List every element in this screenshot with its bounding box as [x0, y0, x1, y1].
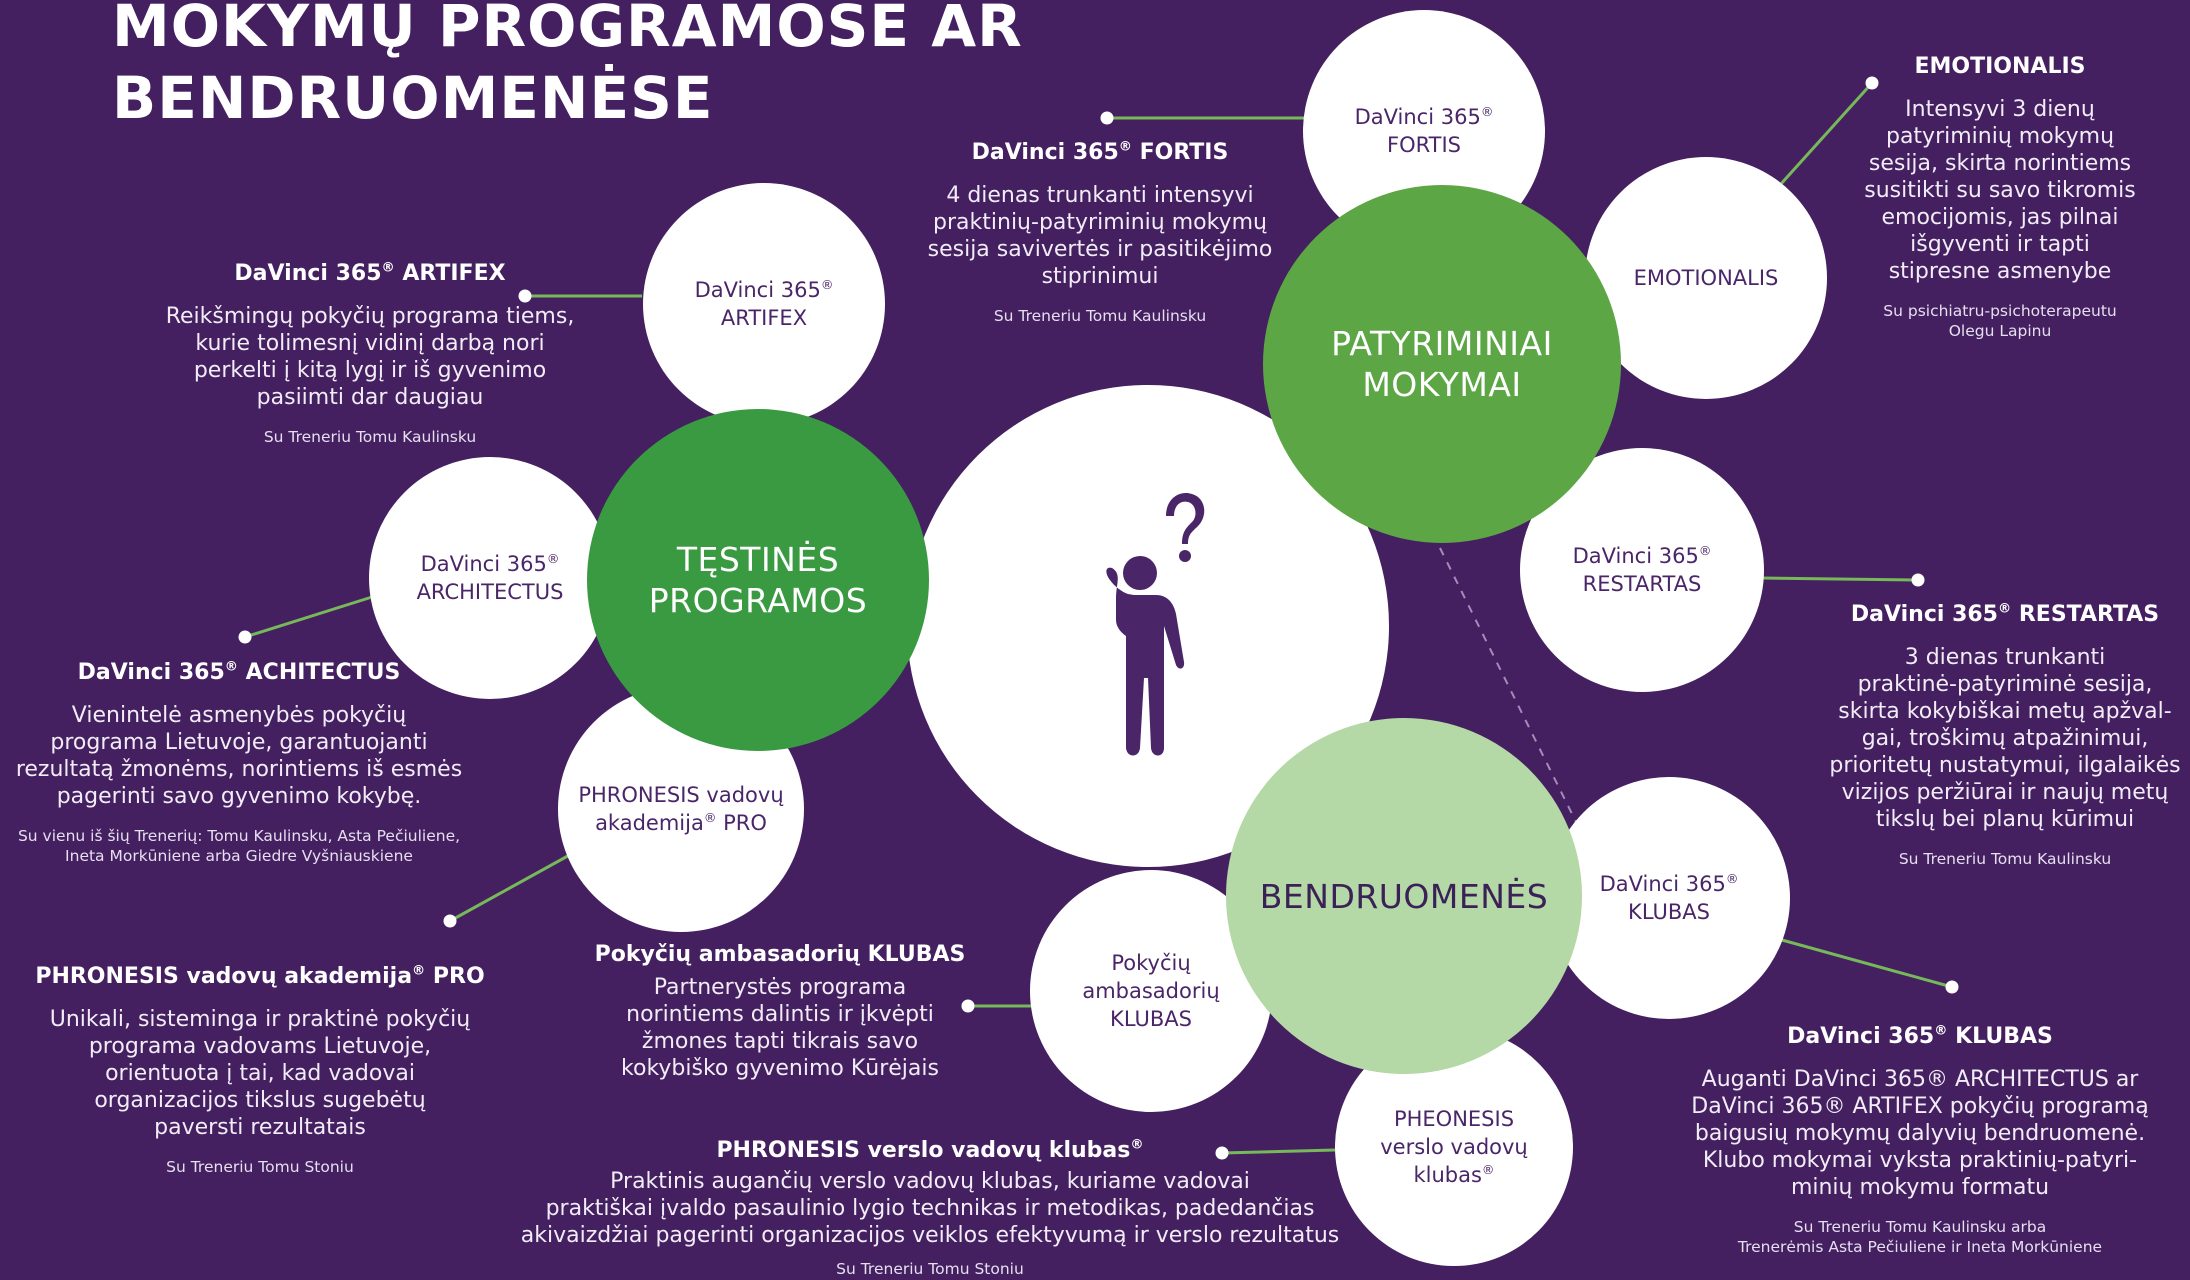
- block-fortis: DaVinci 365® FORTIS 4 dienas trunkanti i…: [900, 138, 1300, 326]
- title-line-1: MOKYMŲ PROGRAMOSE AR: [112, 0, 1023, 60]
- circle-architectus-line2: ARCHITECTUS: [416, 580, 564, 604]
- circle-fortis-line2: FORTIS: [1386, 133, 1462, 157]
- page-title: MOKYMŲ PROGRAMOSE AR BENDRUOMENĖSE: [112, 0, 1023, 134]
- block-phronesis-klubas-title: PHRONESIS verslo vadovų klubas®: [716, 1137, 1144, 1163]
- block-phronesis-klubas: PHRONESIS verslo vadovų klubas® Praktini…: [520, 1136, 1340, 1279]
- dot-restartas: [1911, 573, 1925, 587]
- circle-restartas-line2: RESTARTAS: [1582, 572, 1702, 596]
- block-klubas-title: DaVinci 365® KLUBAS: [1787, 1023, 2053, 1049]
- circle-pheonesis-line1: PHEONESIS: [1393, 1107, 1515, 1131]
- block-restartas-title: DaVinci 365® RESTARTAS: [1850, 601, 2160, 627]
- block-phronesis-pro-desc: Unikali, sisteminga ir praktinė pokyčių …: [49, 1007, 471, 1140]
- hub-patyriminiai-mokymai[interactable]: PATYRIMINIAI MOKYMAI: [1263, 185, 1621, 543]
- block-restartas: DaVinci 365® RESTARTAS 3 dienas trunkant…: [1820, 600, 2190, 869]
- block-emotionalis-desc: Intensyvi 3 dienų patyriminių mokymų ses…: [1864, 97, 2136, 284]
- connector-architectus: [244, 595, 373, 639]
- hub-testines-line1: TĘSTINĖS: [676, 540, 840, 579]
- circle-pheonesis-line2: verslo vadovų: [1380, 1135, 1528, 1159]
- circle-ambasadoriu-line3: KLUBAS: [1110, 1007, 1192, 1031]
- block-emotionalis: EMOTIONALIS Intensyvi 3 dienų patyrimini…: [1840, 52, 2160, 341]
- connector-klubas: [1781, 938, 1953, 989]
- block-achitectus-title: DaVinci 365® ACHITECTUS: [77, 659, 401, 685]
- block-artifex: DaVinci 365® ARTIFEX Reikšmingų pokyčių …: [130, 259, 610, 447]
- dashed-link: [1439, 547, 1586, 841]
- block-achitectus-desc: Vienintelė asmenybės pokyčių programa Li…: [15, 703, 463, 809]
- dot-artifex: [518, 289, 532, 303]
- dot-ambasadoriu: [961, 999, 975, 1013]
- block-klubas: DaVinci 365® KLUBAS Auganti DaVinci 365®…: [1650, 1022, 2190, 1257]
- block-fortis-title: DaVinci 365® FORTIS: [971, 139, 1229, 165]
- circle-architectus-line1: DaVinci 365: [420, 552, 547, 576]
- circle-phronesis-pro-line1: PHRONESIS vadovų: [578, 783, 784, 807]
- circle-ambasadoriu-line1: Pokyčių: [1111, 951, 1191, 975]
- circle-klubas-line1: DaVinci 365: [1599, 872, 1726, 896]
- block-restartas-coach: Su Treneriu Tomu Kaulinsku: [1898, 850, 2112, 868]
- block-phronesis-pro-title: PHRONESIS vadovų akademija® PRO: [35, 963, 485, 989]
- dot-klubas: [1945, 980, 1959, 994]
- connector-phronesis-klubas: [1221, 1148, 1336, 1155]
- circle-klubas[interactable]: DaVinci 365® KLUBAS: [1548, 777, 1790, 1019]
- hub-patyriminiai-line2: MOKYMAI: [1362, 365, 1522, 404]
- block-ambasadoriu-title: Pokyčių ambasadorių KLUBAS: [594, 942, 966, 967]
- block-phronesis-pro: PHRONESIS vadovų akademija® PRO Unikali,…: [20, 962, 500, 1177]
- block-klubas-coach: Su Treneriu Tomu Kaulinsku arba Trenerėm…: [1737, 1218, 2103, 1256]
- block-emotionalis-title: EMOTIONALIS: [1914, 54, 2086, 79]
- thinking-person-icon: [1106, 492, 1205, 756]
- hub-testines-line2: PROGRAMOS: [648, 581, 868, 620]
- block-ambasadoriu-desc: Partnerystės programa norintiems dalinti…: [621, 975, 939, 1081]
- connector-phronesis-pro: [449, 850, 576, 923]
- hub-bendruomenes[interactable]: BENDRUOMENĖS: [1226, 718, 1582, 1074]
- block-phronesis-pro-coach: Su Treneriu Tomu Stoniu: [166, 1158, 354, 1176]
- block-artifex-coach: Su Treneriu Tomu Kaulinsku: [263, 428, 477, 446]
- block-achitectus-coach: Su vienu iš šių Trenerių: Tomu Kaulinsku…: [17, 827, 461, 865]
- block-phronesis-klubas-coach: Su Treneriu Tomu Stoniu: [836, 1260, 1024, 1278]
- circle-artifex-line1: DaVinci 365: [694, 278, 821, 302]
- dot-fortis: [1100, 111, 1114, 125]
- dot-emotionalis: [1865, 76, 1879, 90]
- hub-testines-programos[interactable]: TĘSTINĖS PROGRAMOS: [587, 409, 929, 751]
- dot-phronesis-klubas: [1215, 1146, 1229, 1160]
- title-line-2: BENDRUOMENĖSE: [112, 64, 714, 132]
- block-klubas-desc: Auganti DaVinci 365® ARCHITECTUS ar DaVi…: [1691, 1067, 2149, 1200]
- circle-ambasadoriu-line2: ambasadorių: [1082, 979, 1220, 1003]
- hub-patyriminiai-line1: PATYRIMINIAI: [1331, 324, 1553, 363]
- circle-emotionalis[interactable]: EMOTIONALIS: [1585, 157, 1827, 399]
- circle-emotionalis-line1: EMOTIONALIS: [1633, 266, 1779, 290]
- circle-phronesis-pro-line3: PRO: [723, 811, 767, 835]
- block-emotionalis-coach: Su psichiatru-psichoterapeutu Olegu Lapi…: [1883, 302, 2117, 340]
- block-fortis-desc: 4 dienas trunkanti intensyvi praktinių-p…: [927, 183, 1273, 289]
- block-fortis-coach: Su Treneriu Tomu Kaulinsku: [993, 307, 1207, 325]
- circle-artifex-line2: ARTIFEX: [720, 306, 808, 330]
- dot-phronesis-pro: [443, 914, 457, 928]
- circle-architectus[interactable]: DaVinci 365® ARCHITECTUS: [369, 457, 611, 699]
- block-achitectus: DaVinci 365® ACHITECTUS Vienintelė asmen…: [0, 658, 478, 866]
- connector-emotionalis: [1778, 81, 1874, 187]
- block-phronesis-klubas-desc: Praktinis augančių verslo vadovų klubas,…: [520, 1169, 1340, 1248]
- circle-klubas-line2: KLUBAS: [1628, 900, 1710, 924]
- block-artifex-desc: Reikšmingų pokyčių programa tiems, kurie…: [165, 304, 575, 410]
- connector-restartas: [1761, 576, 1919, 582]
- circle-artifex[interactable]: DaVinci 365® ARTIFEX: [643, 183, 885, 425]
- circle-phronesis-pro-line2: akademija: [595, 811, 704, 835]
- hub-bendruomenes-line1: BENDRUOMENĖS: [1259, 876, 1549, 916]
- block-artifex-title: DaVinci 365® ARTIFEX: [234, 260, 506, 286]
- block-ambasadoriu: Pokyčių ambasadorių KLUBAS Partnerystės …: [580, 940, 980, 1082]
- circle-fortis-line1: DaVinci 365: [1354, 105, 1481, 129]
- dot-architectus: [238, 630, 252, 644]
- circle-pheonesis-line3: klubas: [1413, 1163, 1482, 1187]
- block-restartas-desc: 3 dienas trunkanti praktinė-patyriminė s…: [1829, 645, 2181, 832]
- circle-restartas-line1: DaVinci 365: [1572, 544, 1699, 568]
